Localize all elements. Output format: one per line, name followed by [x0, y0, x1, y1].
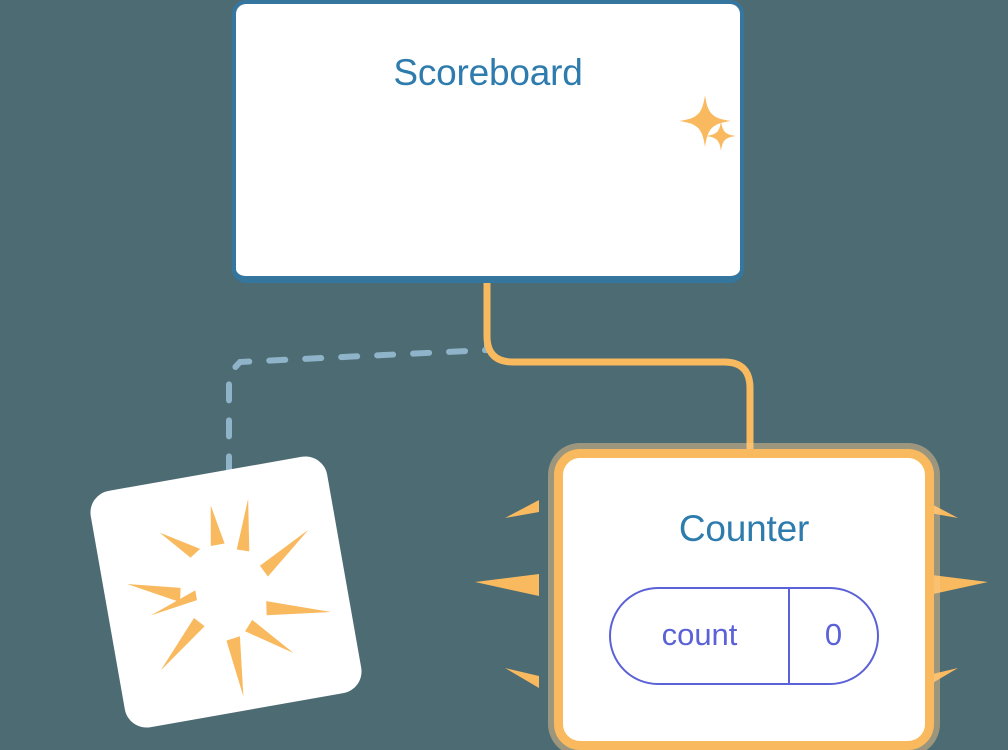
burst-ray: [505, 668, 539, 688]
ghost-card-surface: [90, 456, 362, 728]
counter-state-key: count: [611, 589, 790, 683]
burst-ray: [159, 532, 201, 558]
burst-ray: [226, 636, 244, 697]
scoreboard-card[interactable]: Scoreboard: [232, 0, 744, 283]
burst-ray: [127, 584, 181, 603]
sparkle-icon: [679, 95, 731, 147]
rotated-blank-card[interactable]: [86, 452, 366, 732]
counter-state-value: 0: [824, 617, 843, 652]
sparkle-icon: [706, 121, 736, 151]
counter-title: Counter: [678, 508, 810, 549]
burst-ray: [245, 619, 294, 654]
counter-state-pill[interactable]: count 0: [609, 587, 879, 685]
burst-ray: [266, 601, 332, 616]
burst-ray: [475, 574, 539, 596]
burst-ray: [505, 500, 539, 518]
connector-scoreboard-to-counter: [483, 282, 754, 456]
burst-ray: [150, 590, 197, 616]
burst-ray: [236, 498, 250, 552]
burst-ray: [210, 505, 225, 546]
burst-ray: [160, 617, 205, 671]
connector-scoreboard-to-ghost-card: [226, 297, 490, 475]
ghost-card-burst: [127, 498, 332, 697]
scoreboard-title: Scoreboard: [393, 52, 583, 93]
burst-ray: [259, 529, 309, 577]
